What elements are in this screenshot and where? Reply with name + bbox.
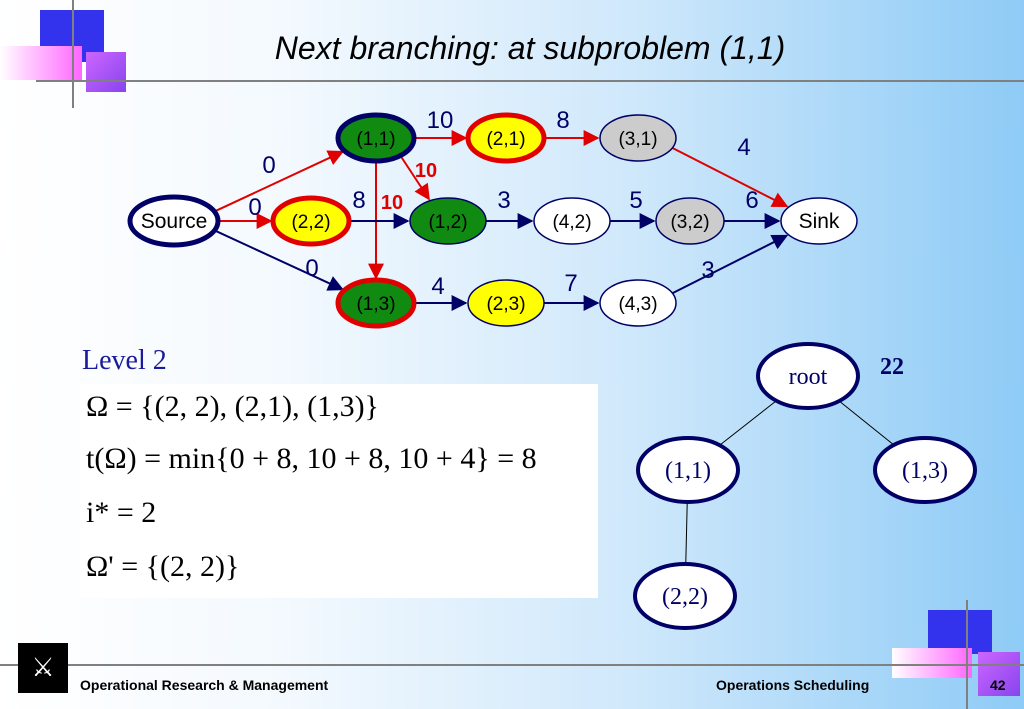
network-nodes: Source (1,1) (2,2) (1,3) (2,1) (1,2) (2,3) (3,1… — [127, 112, 858, 329]
node-label: (2,2) — [291, 212, 330, 233]
edge-weight: 6 — [745, 187, 758, 214]
node-n43: (4,3) — [599, 279, 677, 327]
university-logo: ⚔ — [18, 643, 68, 693]
node-label: Sink — [799, 210, 840, 233]
node-n21: (2,1) — [465, 112, 547, 164]
edge-weight: 0 — [305, 255, 318, 282]
node-label: (4,2) — [552, 212, 591, 233]
edge-weight: 3 — [497, 187, 510, 214]
node-n32: (3,2) — [655, 197, 725, 245]
level-label: Level 2 — [82, 345, 167, 376]
footer-divider — [0, 664, 1024, 666]
tree-bound: 22 — [880, 354, 904, 380]
edge-weights: 10 8 4 0 10 0 8 10 3 5 6 0 3 4 7 — [248, 107, 758, 300]
edge-weight: 10 — [381, 192, 403, 214]
slide-title: Next branching: at subproblem (1,1) — [274, 30, 786, 66]
node-label: (1,1) — [356, 129, 395, 150]
tree-edge-t11-t22 — [685, 501, 688, 565]
node-label: (1,3) — [356, 294, 395, 315]
edge-weight: 3 — [701, 257, 714, 284]
edge-weight: 7 — [564, 270, 577, 297]
tree-node-label: (1,3) — [902, 458, 948, 484]
node-n12: (1,2) — [409, 197, 487, 245]
branch-tree: root (1,1) (1,3) (2,2) 22 — [633, 342, 977, 630]
edge-weight: 4 — [737, 134, 750, 161]
edge-source-n13 — [212, 228, 345, 291]
footer-department: Operational Research & Management — [80, 677, 329, 693]
node-n31: (3,1) — [599, 114, 677, 162]
node-label: Source — [141, 210, 208, 233]
edge-n43-sink — [670, 234, 789, 295]
tree-node-label: (1,1) — [665, 458, 711, 484]
edge-source-n11 — [212, 150, 345, 214]
edge-weight: 10 — [415, 160, 437, 182]
node-n11: (1,1) — [335, 112, 417, 164]
tree-node-t22: (2,2) — [633, 562, 737, 630]
edge-weight: 8 — [556, 107, 569, 134]
decoration-vertical-line — [72, 0, 74, 108]
edge-weight: 0 — [248, 194, 261, 221]
node-label: (3,1) — [618, 129, 657, 150]
node-sink: Sink — [780, 197, 858, 245]
edge-weight: 10 — [427, 107, 454, 134]
edge-weight: 8 — [352, 187, 365, 214]
page-number: 42 — [990, 677, 1006, 693]
tree-node-label: (2,2) — [662, 584, 708, 610]
edge-n11-n12 — [398, 153, 430, 201]
node-label: (2,3) — [486, 294, 525, 315]
tree-edge-root-t13 — [838, 400, 895, 446]
title-divider — [36, 80, 1024, 82]
edge-weight: 0 — [262, 152, 275, 179]
tree-edge-root-t11 — [719, 400, 777, 446]
edge-n31-sink — [670, 146, 789, 208]
formula-omega: Ω = {(2, 2), (2,1), (1,3)} — [86, 390, 379, 423]
node-n13: (1,3) — [335, 277, 417, 329]
node-source: Source — [127, 194, 221, 248]
edge-weight: 4 — [431, 273, 444, 300]
formula-i-star: i* = 2 — [86, 496, 157, 529]
node-n22: (2,2) — [270, 195, 352, 247]
tree-node-t13: (1,3) — [873, 436, 977, 504]
node-label: (1,2) — [428, 212, 467, 233]
tree-node-label: root — [789, 364, 828, 390]
tree-node-root: root — [756, 342, 860, 410]
edge-weight: 5 — [629, 187, 642, 214]
formula-panel: Ω = {(2, 2), (2,1), (1,3)} t(Ω) = min{0 … — [80, 384, 598, 598]
node-n42: (4,2) — [533, 197, 611, 245]
node-label: (4,3) — [618, 294, 657, 315]
network-edges — [212, 130, 789, 311]
node-label: (3,2) — [670, 212, 709, 233]
tree-node-t11: (1,1) — [636, 436, 740, 504]
footer-course: Operations Scheduling — [716, 677, 870, 693]
formula-t-omega: t(Ω) = min{0 + 8, 10 + 8, 10 + 4} = 8 — [86, 442, 537, 475]
formula-omega-prime: Ω' = {(2, 2)} — [86, 550, 240, 583]
node-n23: (2,3) — [467, 279, 545, 327]
node-label: (2,1) — [486, 129, 525, 150]
